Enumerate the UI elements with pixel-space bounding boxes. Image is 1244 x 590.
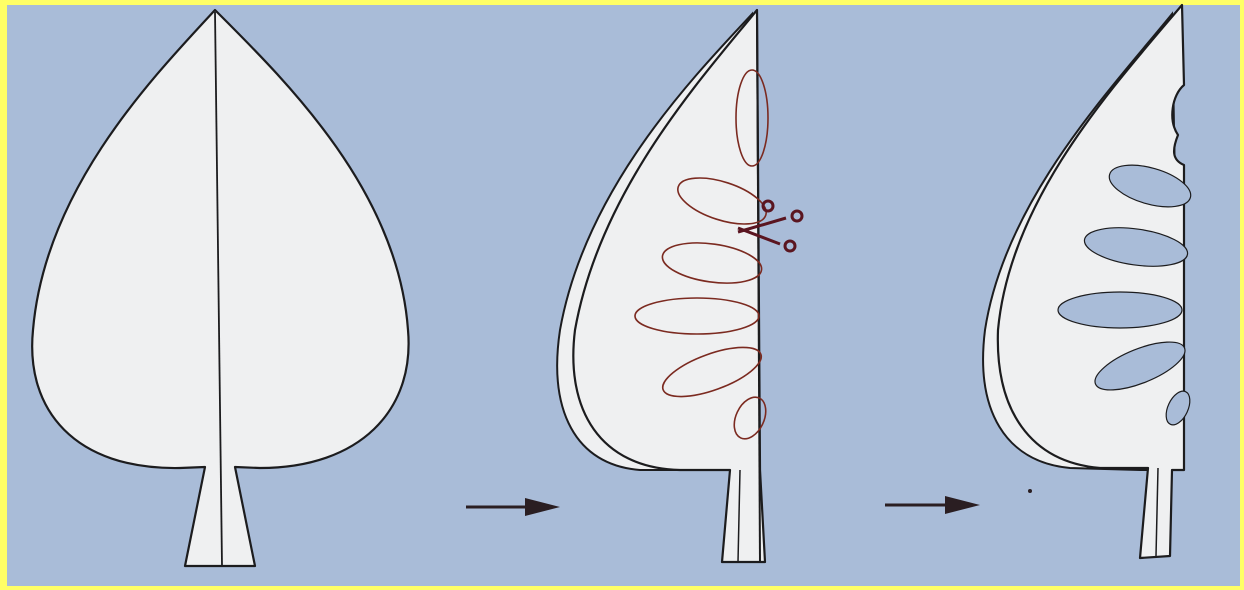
speck [1028, 489, 1032, 493]
cutout-hole [1058, 292, 1182, 328]
